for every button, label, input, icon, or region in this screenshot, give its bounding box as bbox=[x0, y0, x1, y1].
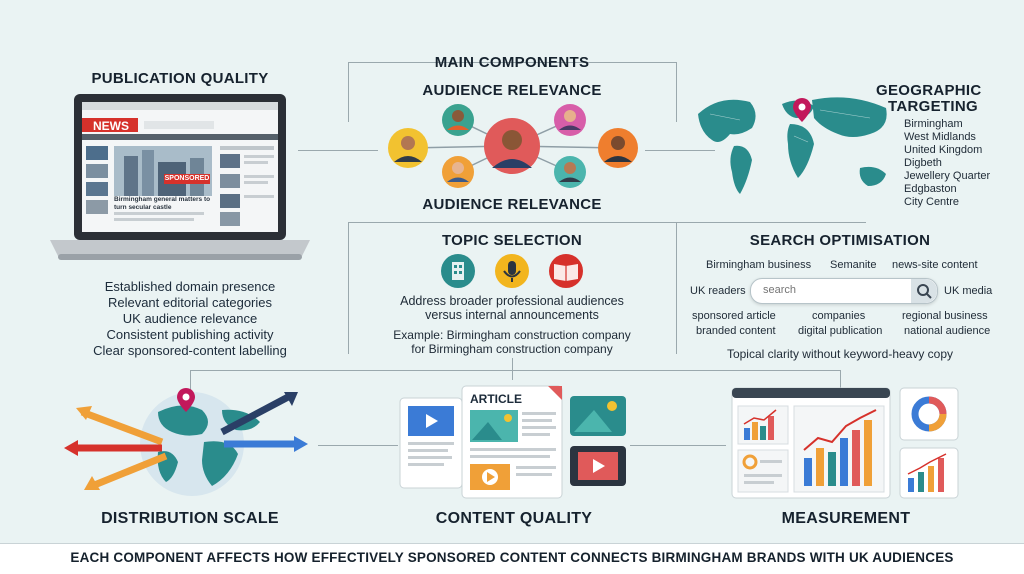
connector-map bbox=[645, 150, 715, 151]
connector-laptop bbox=[298, 150, 378, 151]
connector-content-measure bbox=[630, 445, 726, 446]
search-icon bbox=[917, 284, 932, 299]
connector-mid-left-v bbox=[348, 222, 349, 354]
connector-bottom-left-v bbox=[190, 370, 191, 390]
geo-title-line1: GEOGRAPHIC bbox=[876, 82, 982, 99]
bullet-labelling: Clear sponsored-content labelling bbox=[93, 343, 287, 358]
audience-relevance-top: AUDIENCE RELEVANCE bbox=[422, 82, 602, 99]
main-components-title: MAIN COMPONENTS bbox=[434, 54, 590, 71]
laptop-illustration bbox=[40, 92, 320, 272]
topic-example2: for Birmingham construction company bbox=[411, 342, 613, 356]
bullet-audience: UK audience relevance bbox=[122, 311, 258, 326]
distribution-globe bbox=[62, 382, 312, 502]
connector-mid-center-v bbox=[676, 222, 677, 354]
connector-bottom-center-v bbox=[512, 358, 513, 380]
kw-birmingham-business: Birmingham business bbox=[706, 259, 812, 271]
kw-national-audience: national audience bbox=[904, 325, 991, 337]
search-bar[interactable] bbox=[750, 278, 938, 304]
connector-mid-h bbox=[348, 222, 676, 223]
connector-bottom-h bbox=[190, 370, 840, 371]
topic-example1: Example: Birmingham construction company bbox=[393, 328, 631, 342]
connector-geo bbox=[676, 222, 866, 223]
search-tagline: Topical clarity without keyword-heavy co… bbox=[726, 347, 954, 361]
article-headline: Birmingham general matters to turn secul… bbox=[114, 196, 211, 211]
kw-sponsored-article: sponsored article bbox=[692, 310, 776, 322]
measurement-dashboard bbox=[730, 386, 962, 502]
footer-text: EACH COMPONENT AFFECTS HOW EFFECTIVELY S… bbox=[70, 550, 954, 565]
measurement-title: MEASUREMENT bbox=[781, 510, 911, 527]
geo-place: United Kingdom bbox=[904, 144, 983, 156]
content-title: CONTENT QUALITY bbox=[435, 510, 593, 527]
world-map bbox=[690, 84, 900, 214]
bullet-domain: Established domain presence bbox=[104, 279, 276, 294]
kw-digital-publication: digital publication bbox=[798, 325, 883, 337]
kw-uk-readers: UK readers bbox=[690, 285, 746, 297]
geo-place: Birmingham bbox=[904, 118, 963, 130]
article-label: ARTICLE bbox=[470, 392, 522, 406]
connector-bottom-right-v bbox=[840, 370, 841, 390]
search-title: SEARCH OPTIMISATION bbox=[749, 232, 931, 249]
topic-icons bbox=[440, 252, 584, 290]
topic-line2: versus internal announcements bbox=[425, 308, 599, 322]
kw-companies: companies bbox=[812, 310, 866, 322]
geo-place: West Midlands bbox=[904, 131, 976, 143]
footer-banner: EACH COMPONENT AFFECTS HOW EFFECTIVELY S… bbox=[0, 543, 1024, 574]
connector-top-right-v bbox=[676, 62, 677, 122]
bullet-publishing: Consistent publishing activity bbox=[106, 327, 274, 342]
bullet-editorial: Relevant editorial categories bbox=[107, 295, 273, 310]
geo-places: Birmingham West Midlands United Kingdom … bbox=[904, 118, 990, 209]
geo-title-line2: TARGETING bbox=[888, 98, 978, 115]
geo-place: City Centre bbox=[904, 196, 960, 208]
distribution-title: DISTRIBUTION SCALE bbox=[101, 510, 279, 527]
connector-dist-content bbox=[318, 445, 398, 446]
geo-place: Digbeth bbox=[904, 157, 942, 169]
geo-place: Jewellery Quarter bbox=[904, 170, 991, 182]
geo-place: Edgbaston bbox=[904, 183, 957, 195]
content-illustration bbox=[398, 384, 630, 502]
topic-title: TOPIC SELECTION bbox=[441, 232, 583, 249]
kw-regional-business: regional business bbox=[902, 310, 988, 322]
news-label: NEWS bbox=[93, 119, 129, 133]
publication-title: PUBLICATION QUALITY bbox=[91, 70, 269, 87]
connector-top-left-v bbox=[348, 62, 349, 122]
audience-relevance-bottom: AUDIENCE RELEVANCE bbox=[422, 196, 602, 213]
topic-line1: Address broader professional audiences bbox=[400, 294, 624, 308]
audience-network bbox=[378, 100, 646, 194]
connector-top-h bbox=[348, 62, 676, 63]
kw-branded-content: branded content bbox=[696, 325, 776, 337]
kw-semanite: Semanite bbox=[830, 259, 877, 271]
kw-uk-media: UK media bbox=[944, 285, 993, 297]
search-input[interactable] bbox=[761, 283, 905, 297]
publication-bullets: Established domain presence Relevant edi… bbox=[40, 279, 340, 359]
sponsored-label: SPONSORED bbox=[164, 175, 210, 182]
kw-news-site: news-site content bbox=[892, 259, 978, 271]
search-button[interactable] bbox=[911, 279, 937, 303]
